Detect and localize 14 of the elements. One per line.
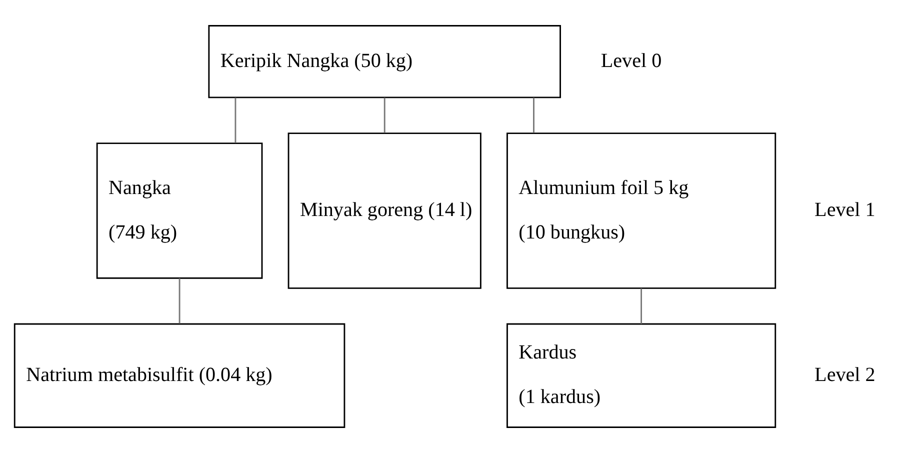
connector (533, 98, 534, 133)
node-box: Nangka (749 kg) (96, 142, 263, 279)
connector (384, 98, 386, 133)
node-box: Keripik Nangka (50 kg) (208, 25, 561, 98)
node-box: Natrium metabisulfit (0.04 kg) (14, 323, 346, 428)
connector (640, 288, 642, 324)
connector (234, 98, 236, 143)
label: Level 2 (814, 364, 876, 386)
label: Level 0 (600, 50, 662, 72)
node-box: Kardus (1 kardus) (506, 323, 776, 428)
node-box: Alumunium foil 5 kg (10 bungkus) (506, 132, 776, 289)
label: Level 1 (814, 199, 876, 222)
connector (178, 278, 180, 324)
node-box: Minyak goreng (14 l) (288, 132, 482, 289)
